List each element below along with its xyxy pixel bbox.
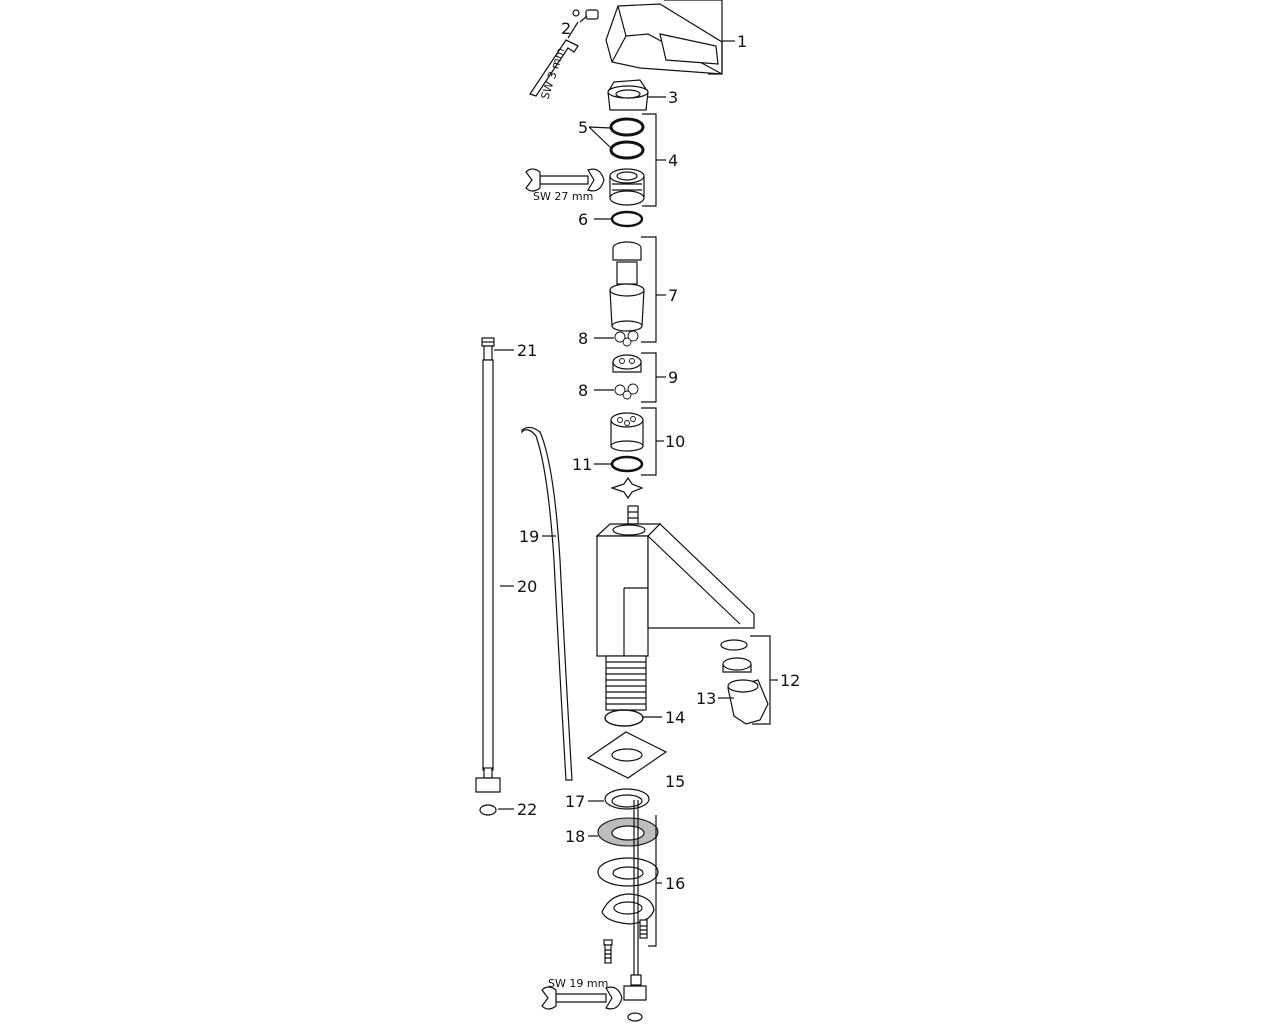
part-16-mounting-set	[597, 857, 659, 939]
label-17: 17	[565, 792, 585, 811]
label-2: 2	[561, 19, 571, 38]
fixing-screw	[603, 939, 613, 964]
part-22-seal	[479, 804, 497, 816]
part-2-grub-screw	[567, 9, 599, 39]
label-12: 12	[780, 671, 800, 690]
label-22: 22	[517, 800, 537, 819]
part-8-seals-upper	[614, 330, 639, 347]
threaded-rod	[623, 800, 647, 1022]
label-11: 11	[572, 455, 592, 474]
label-10: 10	[665, 432, 685, 451]
label-6: 6	[578, 210, 588, 229]
part-6-o-ring	[610, 210, 644, 228]
cross-clip	[610, 476, 644, 500]
group-brackets	[641, 0, 771, 947]
label-wrench-19: SW 19 mm	[548, 977, 608, 990]
label-8-lower: 8	[578, 381, 588, 400]
label-14: 14	[665, 708, 685, 727]
label-hex-key: SW 3 mm	[538, 46, 567, 101]
part-1-handle	[605, 3, 723, 75]
hex-key-tool	[529, 39, 579, 97]
part-8-seals-lower	[614, 383, 639, 400]
part-18-washer	[597, 817, 659, 847]
label-3: 3	[668, 88, 678, 107]
part-13-aerator-insert	[727, 679, 769, 725]
label-5: 5	[578, 118, 588, 137]
part-10-housing	[610, 412, 644, 452]
label-7: 7	[668, 286, 678, 305]
mixer-body	[595, 505, 755, 657]
label-9: 9	[668, 368, 678, 387]
label-21: 21	[517, 341, 537, 360]
label-wrench-27: SW 27 mm	[533, 190, 593, 203]
part-14-o-ring	[604, 709, 644, 727]
threaded-shank	[605, 655, 647, 711]
part-9-disc	[612, 354, 642, 373]
label-18: 18	[565, 827, 585, 846]
part-labels: 1 2 3 4 5 6 7 8 9 8 10 11 12 13 14 15 16…	[517, 19, 800, 893]
wrench-19mm-tool	[541, 986, 623, 1010]
wrench-27mm-tool	[525, 168, 605, 192]
part-17-ring	[604, 788, 650, 810]
label-13: 13	[696, 689, 716, 708]
part-4-cartridge-nut	[609, 168, 645, 206]
label-20: 20	[517, 577, 537, 596]
part-12-aerator	[720, 639, 752, 673]
part-7-cartridge	[609, 241, 645, 332]
label-8-upper: 8	[578, 329, 588, 348]
part-11-o-ring	[610, 455, 644, 473]
label-1: 1	[737, 32, 747, 51]
part-3-sleeve	[607, 79, 649, 111]
label-4: 4	[668, 151, 678, 170]
label-19: 19	[519, 527, 539, 546]
leader-lines	[494, 15, 778, 884]
part-19-lift-rod	[521, 426, 573, 781]
part-20-flex-hose	[482, 359, 494, 771]
part-5-o-rings	[609, 117, 645, 160]
hose-nut	[475, 767, 501, 793]
label-16: 16	[665, 874, 685, 893]
part-21-hose-fitting	[481, 337, 495, 361]
label-15: 15	[665, 772, 685, 791]
part-15-plate	[586, 731, 668, 779]
